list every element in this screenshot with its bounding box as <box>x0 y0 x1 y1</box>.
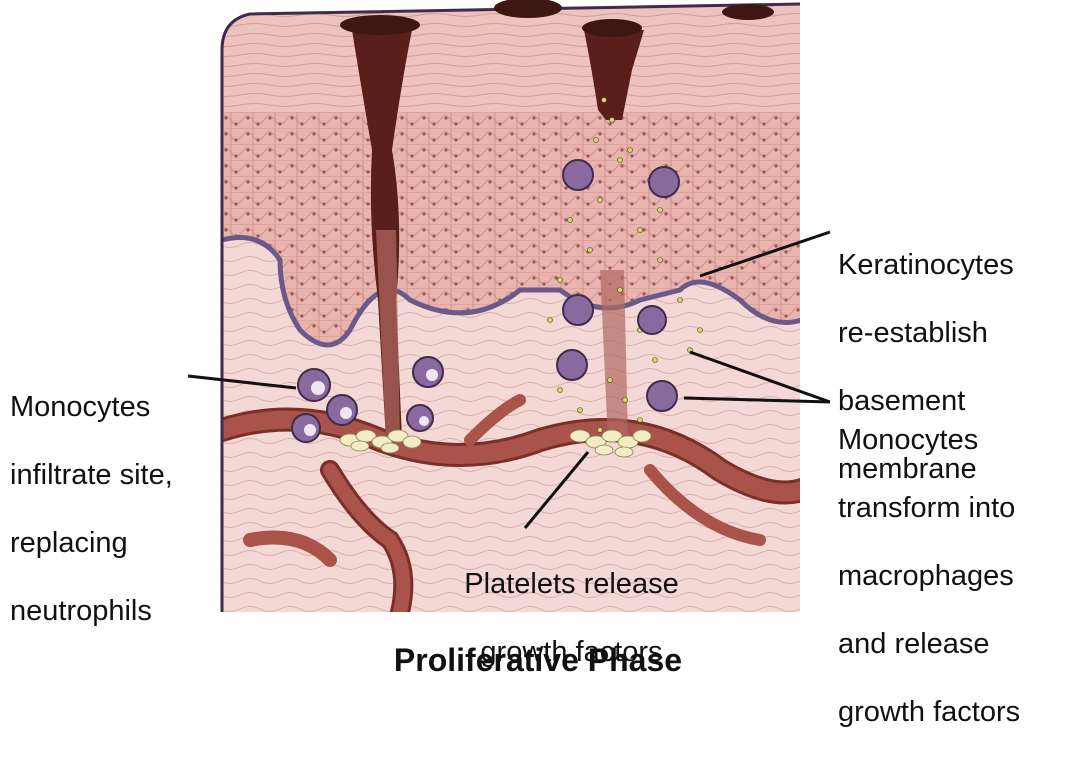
macrophage-icon <box>562 159 594 191</box>
skin-cross-section <box>222 4 800 612</box>
macrophage-icon <box>556 349 588 381</box>
leader-lines <box>187 230 831 529</box>
diagram-stage: Keratinocytes re-establish basement memb… <box>10 0 1020 728</box>
monocyte-icon <box>406 404 434 432</box>
monocyte-icon <box>297 368 331 402</box>
monocytes-infiltrate-label: Monocytes infiltrate site, replacing neu… <box>10 391 173 627</box>
monocytes-transform-label: Monocytes transform into macrophages and… <box>838 424 1021 728</box>
phase-title: Proliferative Phase <box>393 642 683 678</box>
growth-factor-particles <box>547 97 703 433</box>
macrophage-icon <box>648 166 680 198</box>
monocyte-icon <box>326 394 358 426</box>
wound-clot-right <box>584 30 644 120</box>
keratinocytes-label: Keratinocytes re-establish basement memb… <box>838 249 1014 485</box>
basement-membrane <box>222 235 800 348</box>
platelet-cluster-icon <box>339 429 652 458</box>
wound-healing-illustration <box>187 0 831 612</box>
monocyte-icon <box>291 413 321 443</box>
macrophage-icon <box>646 380 678 412</box>
macrophage-cells-right <box>556 159 680 412</box>
macrophage-icon <box>637 305 667 335</box>
macrophage-icon <box>562 294 594 326</box>
monocyte-cells-left <box>291 356 444 443</box>
platelets-label: Platelets release growth factors <box>464 568 679 668</box>
monocyte-icon <box>412 356 444 388</box>
